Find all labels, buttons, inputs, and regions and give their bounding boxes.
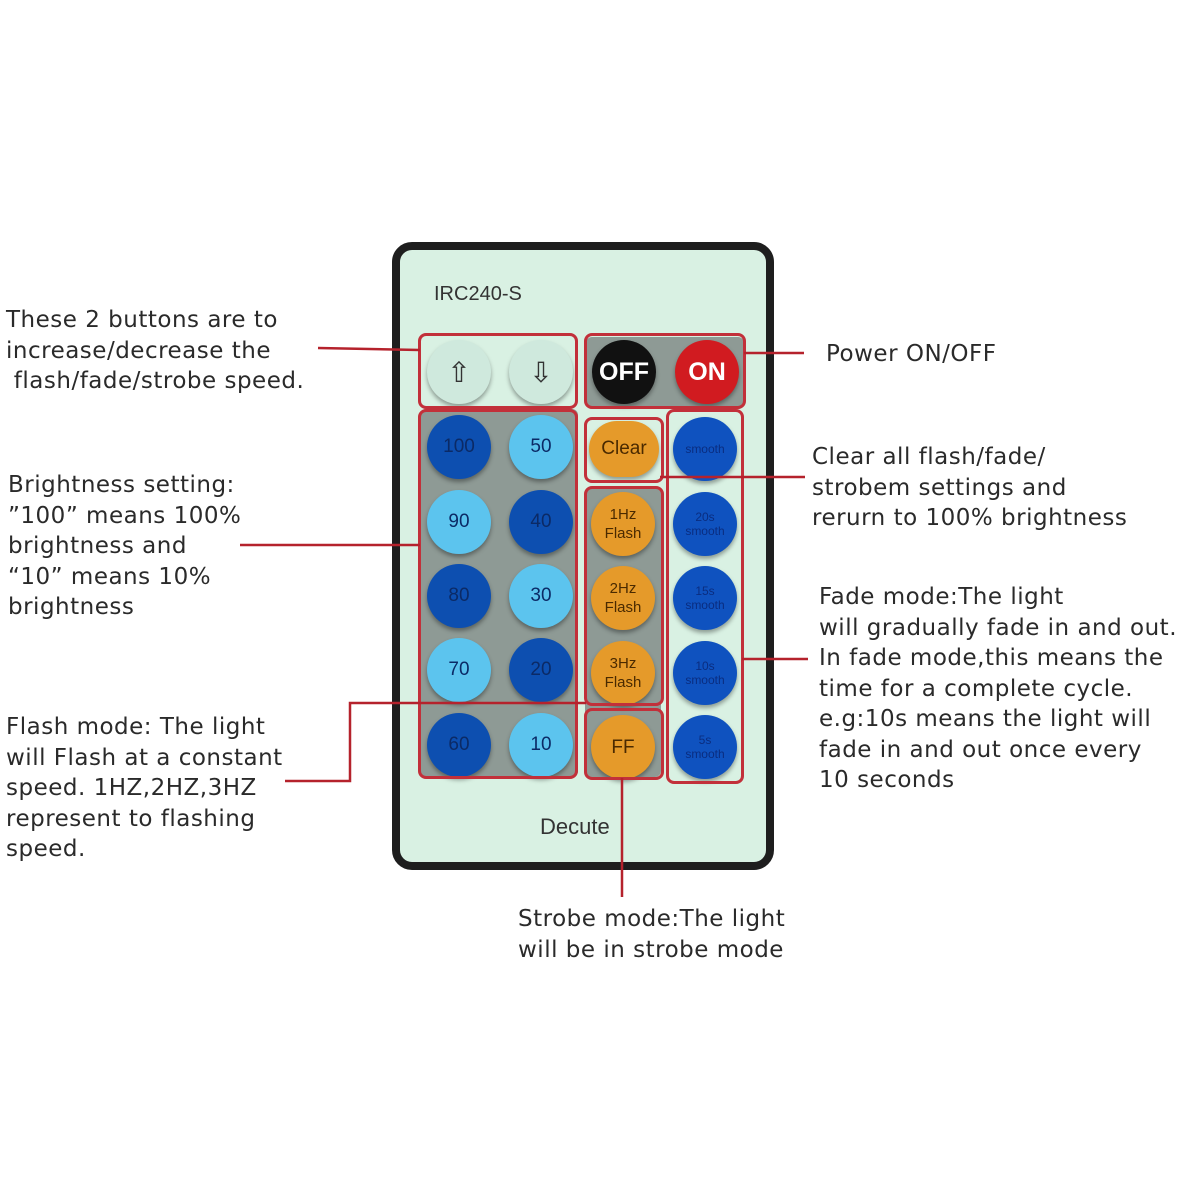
fade-callout-frame	[666, 409, 744, 784]
fade-word: smooth	[685, 524, 725, 538]
brightness-label: 30	[530, 585, 552, 606]
strobe-callout-frame	[584, 708, 664, 780]
flash-callout-frame	[584, 486, 664, 706]
fade-smooth-button[interactable]: smooth	[673, 417, 737, 481]
speed-callout-frame	[418, 333, 578, 409]
brightness-label: 60	[448, 734, 470, 755]
brightness-label: 80	[448, 585, 470, 606]
brightness-label: 100	[443, 436, 475, 457]
strobe-annotation: Strobe mode:The light will be in strobe …	[518, 906, 786, 963]
flash-word: Flash	[604, 599, 642, 616]
fade-word: smooth	[685, 442, 725, 456]
brightness-label: 20	[530, 659, 552, 680]
power-on-button[interactable]: ON	[675, 340, 739, 404]
strobe-ff-button[interactable]: FF	[591, 715, 655, 779]
brightness-100-button[interactable]: 100	[427, 415, 491, 479]
brightness-label: 70	[448, 659, 470, 680]
brightness-label: 40	[530, 511, 552, 532]
power-callout-frame	[584, 333, 746, 409]
fade-time: 20s	[695, 510, 715, 524]
fade-label: smooth	[685, 442, 724, 456]
power-off-label: OFF	[599, 357, 649, 386]
flash-word: Flash	[604, 674, 642, 691]
speed-up-button[interactable]: ⇧	[427, 340, 491, 404]
flash-word: Flash	[604, 525, 642, 542]
fade-time: 10s	[695, 659, 715, 673]
remote-model-label: IRC240-S	[434, 283, 522, 305]
strobe-label: FF	[611, 736, 635, 758]
brightness-label: 90	[448, 511, 470, 532]
arrow-down-icon: ⇩	[529, 356, 553, 388]
brightness-callout-frame	[418, 409, 578, 779]
flash-annotation: Flash mode: The light will Flash at a co…	[6, 714, 283, 862]
fade-annotation: Fade mode:The light will gradually fade …	[819, 584, 1178, 793]
speed-leader-line	[317, 346, 421, 352]
fade-word: smooth	[685, 598, 725, 612]
brightness-40-button[interactable]: 40	[509, 490, 573, 554]
brightness-90-button[interactable]: 90	[427, 490, 491, 554]
brightness-30-button[interactable]: 30	[509, 564, 573, 628]
fade-word: smooth	[685, 673, 725, 687]
arrow-up-icon: ⇧	[447, 356, 471, 388]
flash-rate: 3Hz	[609, 655, 637, 672]
fade-word: smooth	[685, 747, 725, 761]
speed-annotation: These 2 buttons are to increase/decrease…	[6, 307, 305, 394]
brightness-80-button[interactable]: 80	[427, 564, 491, 628]
brightness-label: 50	[530, 436, 552, 457]
clear-label: Clear	[601, 438, 647, 459]
clear-annotation: Clear all flash/fade/ strobem settings a…	[812, 444, 1128, 531]
brightness-60-button[interactable]: 60	[427, 713, 491, 777]
speed-down-button[interactable]: ⇩	[509, 340, 573, 404]
flash-rate: 1Hz	[609, 506, 637, 523]
clear-button[interactable]: Clear	[589, 421, 659, 477]
power-annotation: Power ON/OFF	[826, 341, 997, 367]
brightness-70-button[interactable]: 70	[427, 638, 491, 702]
brightness-label: 10	[530, 734, 552, 755]
brightness-10-button[interactable]: 10	[509, 713, 573, 777]
clear-callout-frame	[584, 417, 664, 483]
power-off-button[interactable]: OFF	[592, 340, 656, 404]
power-on-label: ON	[688, 357, 726, 386]
remote-brand-label: Decute	[540, 814, 610, 839]
flash-leader-line	[285, 701, 586, 783]
flash-rate: 2Hz	[609, 580, 637, 597]
brightness-50-button[interactable]: 50	[509, 415, 573, 479]
brightness-20-button[interactable]: 20	[509, 638, 573, 702]
fade-time: 5s	[698, 733, 712, 747]
fade-time: 15s	[695, 584, 715, 598]
brightness-annotation: Brightness setting: ”100” means 100% bri…	[8, 472, 242, 620]
